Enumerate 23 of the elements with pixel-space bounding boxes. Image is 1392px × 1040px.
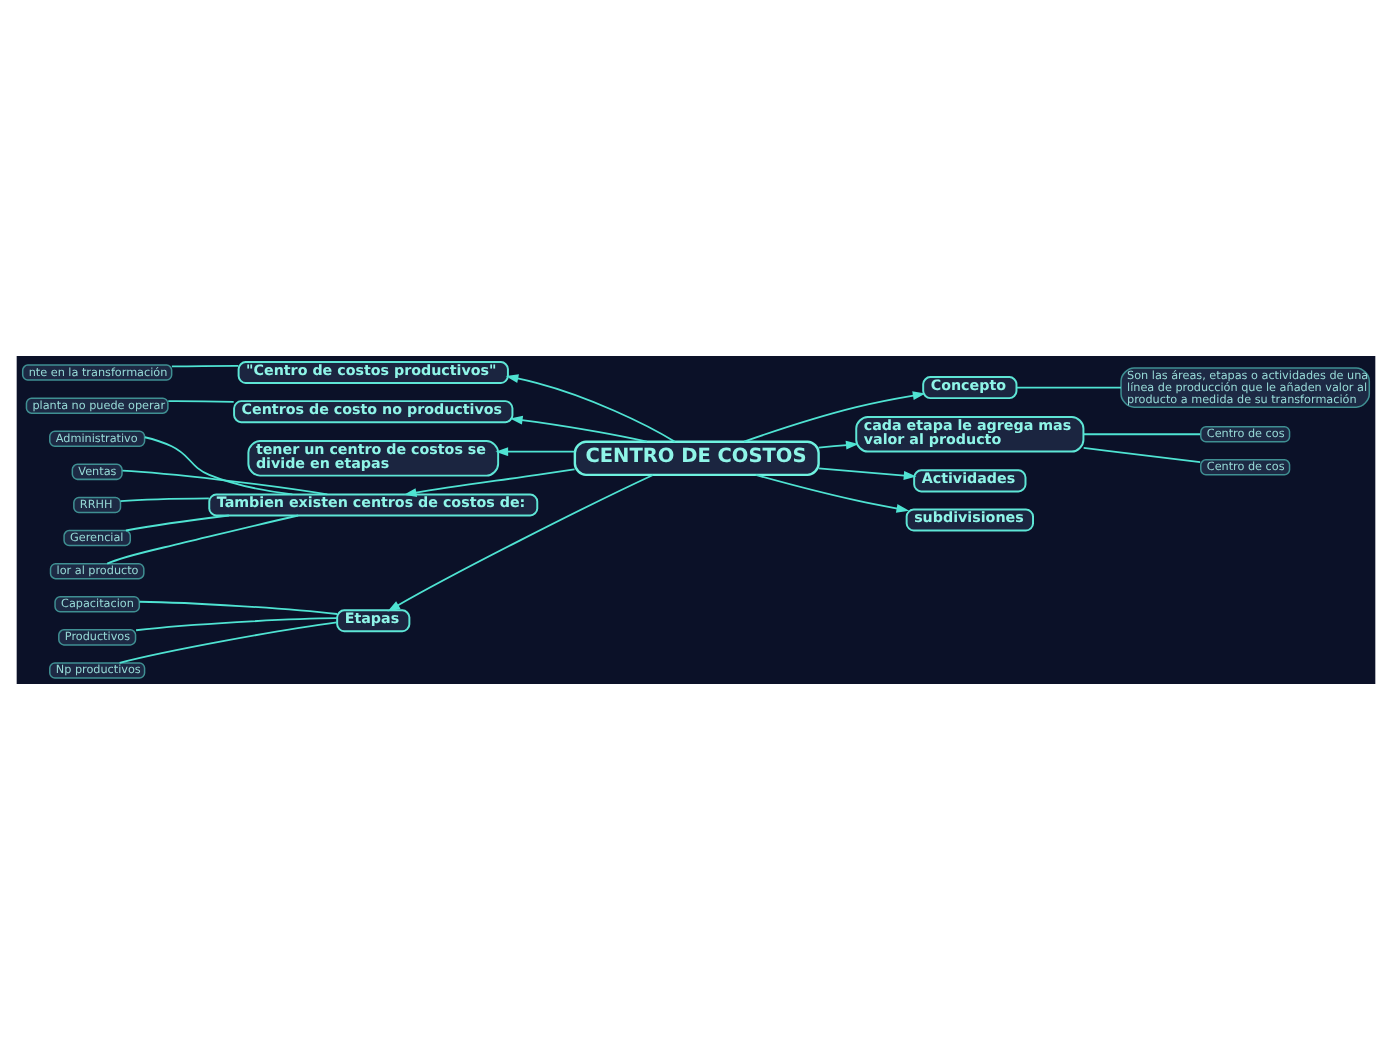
connector <box>143 436 294 496</box>
connector <box>1082 447 1202 463</box>
connector <box>138 600 338 615</box>
arrow <box>505 374 676 443</box>
connector <box>170 364 240 368</box>
arrow <box>743 391 926 443</box>
connector <box>135 617 338 632</box>
connector <box>106 514 300 565</box>
arrow <box>509 415 648 443</box>
connector <box>121 469 329 496</box>
connector <box>124 514 230 532</box>
connector <box>167 400 235 403</box>
arrow <box>817 440 859 450</box>
arrow <box>817 467 917 480</box>
arrow <box>495 447 576 457</box>
arrow <box>403 468 576 497</box>
connector <box>1016 386 1122 389</box>
arrow <box>387 474 654 612</box>
arrow <box>754 474 910 513</box>
connector <box>1082 433 1202 436</box>
connector <box>119 497 210 502</box>
node-box: CENTRO DE COSTOS <box>573 440 820 477</box>
connector <box>118 621 338 664</box>
